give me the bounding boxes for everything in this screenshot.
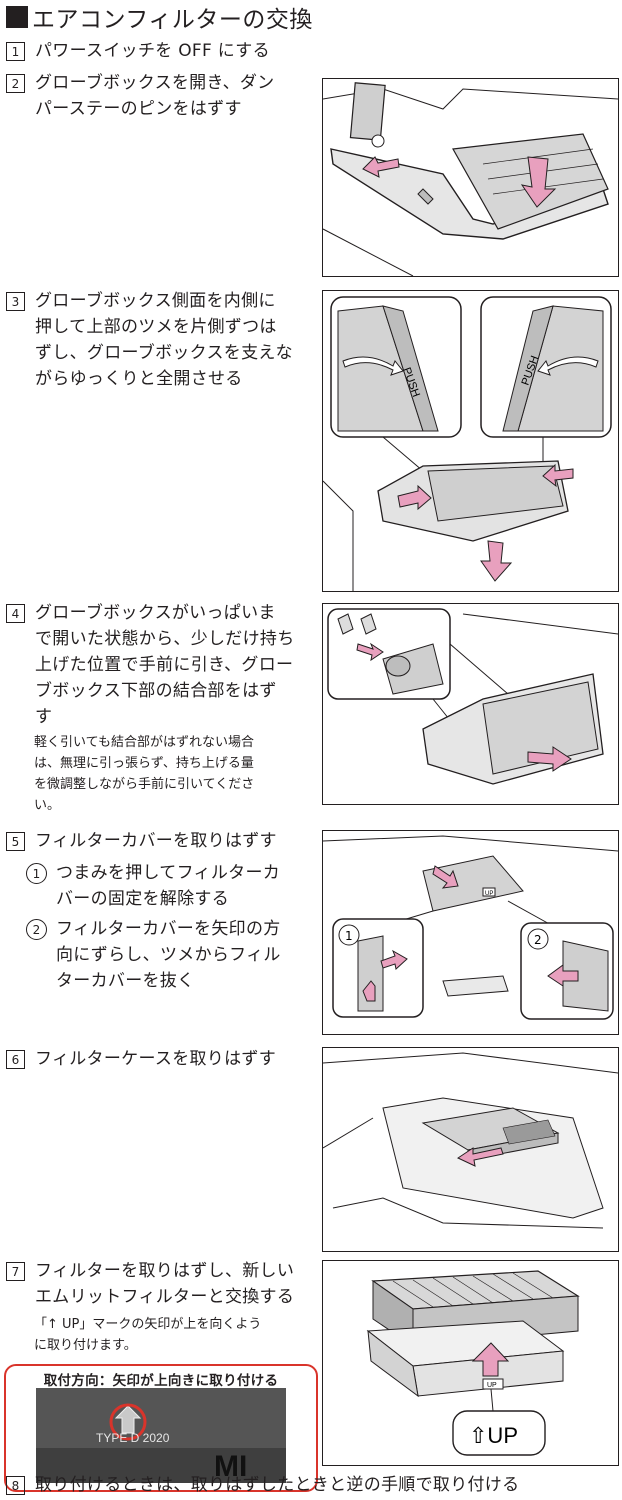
step-number: 2 (6, 74, 25, 93)
note-line: い。 (34, 798, 61, 813)
step-line: 上げた位置で手前に引き、グロー (35, 655, 294, 675)
step-line: パワースイッチを OFF にする (35, 41, 270, 61)
step-line: フィルターカバーを取りはずす (35, 831, 277, 851)
figure-step-4 (322, 603, 619, 805)
sub-line: フィルターカバーを矢印の方 (56, 919, 281, 939)
step-line: グローブボックス側面を内側に (35, 291, 276, 311)
step-line: エムリットフィルターと交換する (35, 1287, 295, 1307)
note-line: 「↑ UP」マークの矢印が上を向くよう (34, 1317, 262, 1332)
filter-up-label: UP (485, 891, 493, 897)
step-text: フィルターケースを取りはずす (35, 1046, 276, 1072)
step-6: 6 フィルターケースを取りはずす (6, 1046, 276, 1072)
step-7-note: 「↑ UP」マークの矢印が上を向くよう に取り付けます。 (34, 1314, 261, 1356)
step-number: 8 (6, 1476, 25, 1495)
step-number: 5 (6, 832, 25, 851)
figure-step-6 (322, 1047, 619, 1252)
step-line: フィルターケースを取りはずす (35, 1049, 277, 1069)
callout-2: 2 (534, 933, 542, 947)
step-4: 4 グローブボックスがいっぱいま で開いた状態から、少しだけ持ち 上げた位置で手… (6, 600, 295, 730)
sub-number: 2 (26, 919, 47, 940)
step-line: 取り付けるときは、取りはずしたときと逆の手順で取り付ける (35, 1475, 520, 1495)
step-text: フィルターカバーを取りはずす (35, 828, 277, 854)
step-number: 7 (6, 1262, 25, 1281)
figure-step-5: UP 1 2 (322, 830, 619, 1035)
step-1: 1 パワースイッチを OFF にする (6, 38, 270, 64)
install-direction-box: 取付方向：矢印が上向きに取り付ける TYPE D 2020 MI (4, 1364, 318, 1492)
step-5-sub-1: 1 つまみを押してフィルターカ バーの固定を解除する (26, 860, 280, 912)
step-line: で開いた状態から、少しだけ持ち (35, 629, 295, 649)
step-5-sub-2: 2 フィルターカバーを矢印の方 向にずらし、ツメからフィル ターカバーを抜く (26, 916, 281, 994)
figure-step-7: UP ⇧UP (322, 1260, 619, 1466)
up-callout: ⇧UP (469, 1423, 518, 1448)
note-line: に取り付けます。 (34, 1338, 137, 1353)
note-line: を微調整しながら手前に引いてくださ (34, 777, 255, 792)
step-2: 2 グローブボックスを開き、ダン パーステーのピンをはずす (6, 70, 274, 122)
sub-line: ターカバーを抜く (56, 971, 195, 991)
step-line: ブボックス下部の結合部をはず (35, 681, 277, 701)
step-text: パワースイッチを OFF にする (35, 38, 270, 64)
note-line: 軽く引いても結合部がはずれない場合 (34, 735, 254, 750)
note-line: は、無理に引っ張らず、持ち上げる量 (34, 756, 254, 771)
step-3: 3 グローブボックス側面を内側に 押して上部のツメを片側ずつは ずし、グローブボ… (6, 288, 293, 392)
step-line: 押して上部のツメを片側ずつは (35, 317, 277, 337)
step-line: ずし、グローブボックスを支えな (35, 343, 293, 363)
callout-1: 1 (345, 929, 353, 943)
figure-step-3: PUSH PUSH (322, 290, 619, 592)
step-number: 3 (6, 292, 25, 311)
step-line: す (35, 707, 53, 727)
step-number: 4 (6, 604, 25, 623)
step-line: フィルターを取りはずし、新しい (35, 1261, 295, 1281)
step-number: 6 (6, 1050, 25, 1069)
step-text: 取り付けるときは、取りはずしたときと逆の手順で取り付ける (35, 1472, 519, 1498)
step-text: グローブボックス側面を内側に 押して上部のツメを片側ずつは ずし、グローブボック… (35, 288, 293, 392)
step-8: 8 取り付けるときは、取りはずしたときと逆の手順で取り付ける (6, 1472, 519, 1498)
step-number: 1 (6, 42, 25, 61)
title-square-icon (6, 6, 28, 28)
step-5: 5 フィルターカバーを取りはずす (6, 828, 277, 854)
step-7: 7 フィルターを取りはずし、新しい エムリットフィルターと交換する (6, 1258, 294, 1310)
step-text: グローブボックスを開き、ダン パーステーのピンをはずす (35, 70, 274, 122)
photo-text-2: MI (214, 1450, 247, 1483)
step-text: グローブボックスがいっぱいま で開いた状態から、少しだけ持ち 上げた位置で手前に… (35, 600, 295, 730)
step-line: グローブボックスを開き、ダン (35, 73, 275, 93)
step-line: がらゆっくりと全開させる (35, 369, 243, 389)
filter-up-mark: UP (487, 1382, 497, 1389)
sub-line: つまみを押してフィルターカ (56, 863, 281, 883)
step-text: フィルターを取りはずし、新しい エムリットフィルターと交換する (35, 1258, 294, 1310)
page-title: エアコンフィルターの交換 (6, 2, 313, 33)
step-line: グローブボックスがいっぱいま (35, 603, 276, 623)
filter-label-photo: TYPE D 2020 MI (36, 1388, 286, 1483)
sub-number: 1 (26, 863, 47, 884)
sub-line: バーの固定を解除する (56, 889, 229, 909)
step-4-note: 軽く引いても結合部がはずれない場合 は、無理に引っ張らず、持ち上げる量 を微調整… (34, 732, 254, 816)
figure-step-2 (322, 78, 619, 277)
step-line: パーステーのピンをはずす (35, 99, 242, 119)
sub-line: 向にずらし、ツメからフィル (56, 945, 281, 965)
page-title-text: エアコンフィルターの交換 (32, 7, 313, 33)
direction-caption: 取付方向：矢印が上向きに取り付ける (43, 1373, 279, 1389)
photo-text: TYPE D 2020 (96, 1431, 170, 1445)
